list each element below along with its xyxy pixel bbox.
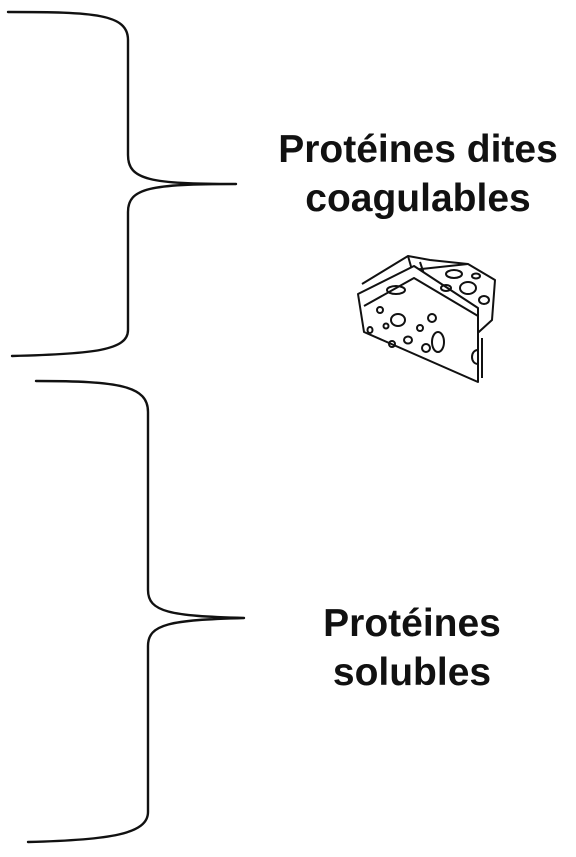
lower-brace: [26, 379, 246, 844]
label-coagulable-line-1: Protéines dites: [278, 128, 558, 171]
label-soluble-line-1: Protéines: [323, 602, 501, 645]
label-coagulable-proteins: Protéines dites coagulables: [268, 126, 568, 224]
label-soluble-proteins: Protéines solubles: [262, 600, 562, 698]
upper-brace: [6, 10, 238, 358]
cheese-icon: [357, 255, 496, 383]
label-soluble-line-2: solubles: [332, 650, 492, 694]
label-coagulable-line-2: coagulables: [305, 176, 531, 220]
